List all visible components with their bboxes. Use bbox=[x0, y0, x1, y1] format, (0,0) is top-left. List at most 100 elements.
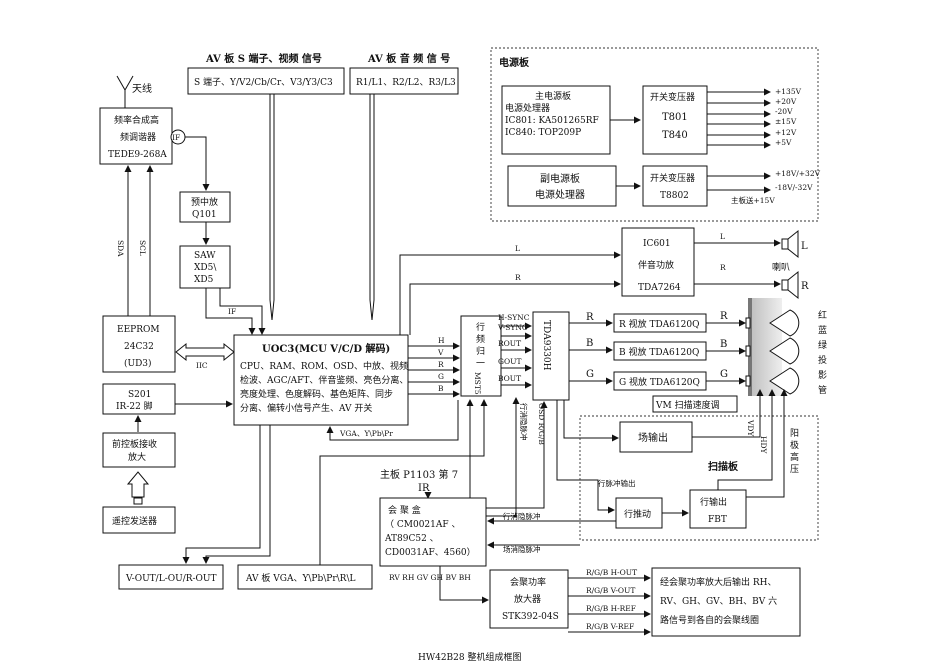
spk-in-r: R bbox=[720, 263, 726, 272]
speaker-l-icon bbox=[781, 229, 799, 259]
remote-label: 遥控发送器 bbox=[112, 515, 157, 527]
main-transformer-box bbox=[642, 85, 708, 155]
sub-power-2: 电源处理器 bbox=[535, 188, 585, 201]
video-amp-r-label: R 视放 TDA6120Q bbox=[619, 318, 700, 330]
antenna-icon bbox=[116, 75, 134, 108]
sync-h: H-SYNC bbox=[498, 313, 530, 322]
anode-3: 高 bbox=[790, 451, 799, 463]
speaker-r-icon bbox=[781, 270, 799, 300]
sub-note: 主板送+15V bbox=[731, 195, 775, 205]
crt-label-1: 红 bbox=[818, 309, 827, 321]
main-ir-label: IR bbox=[418, 483, 430, 494]
conv-sig-2: R/G/B V-OUT bbox=[586, 586, 635, 595]
eeprom-box bbox=[102, 315, 176, 373]
preamp-line-2: Q101 bbox=[192, 210, 217, 220]
vout-label: V-OUT/L-OU/R-OUT bbox=[125, 574, 217, 584]
video-out-b: B bbox=[720, 339, 727, 350]
sub-sw-2: T8802 bbox=[660, 191, 689, 201]
power-title: 电源板 bbox=[499, 56, 530, 69]
tuner-line-2: 频调谐器 bbox=[120, 131, 156, 143]
crt-label-2: 蓝 bbox=[818, 324, 827, 336]
main-sw-3: T840 bbox=[662, 130, 688, 141]
pin-h: H bbox=[438, 336, 445, 345]
saw-box bbox=[179, 245, 231, 289]
h-output-2: FBT bbox=[708, 515, 727, 525]
av-vga-label: AV 板 VGA、Y\Pb\Pr\R\L bbox=[245, 572, 355, 584]
main-power-4: IC840: TOP209P bbox=[505, 128, 581, 138]
main-power-box bbox=[501, 85, 611, 155]
sub-power-1: 副电源板 bbox=[540, 172, 580, 185]
ir-emitter-icon bbox=[133, 497, 143, 505]
mst5-1: 行 bbox=[476, 321, 485, 333]
conv-sig-4: R/G/B V-REF bbox=[586, 622, 634, 631]
vout-box bbox=[118, 564, 224, 590]
spk-in-l: L bbox=[720, 232, 725, 241]
rgb-bus-label: RV RH GV GH BV BH bbox=[389, 573, 471, 582]
audio-l-label: L bbox=[515, 244, 520, 253]
antenna-label: 天线 bbox=[132, 82, 152, 95]
av-vga-box bbox=[237, 564, 373, 590]
conv-box-3: AT89C52 、 bbox=[384, 534, 439, 544]
tuner-line-3: TEDE9-268A bbox=[108, 150, 167, 160]
anode-4: 压 bbox=[790, 464, 799, 475]
preamp-line-1: 预中放 bbox=[191, 196, 218, 208]
saw-line-3: XD5 bbox=[194, 275, 214, 285]
video-out-g: G bbox=[720, 369, 728, 380]
audio-r-label: R bbox=[515, 273, 521, 282]
vdy-label: VDY bbox=[746, 419, 755, 437]
scl-label: SCL bbox=[138, 240, 147, 256]
audio-amp-box bbox=[621, 227, 695, 297]
out-135: +135V bbox=[775, 87, 802, 96]
eeprom-line-3: (UD3) bbox=[124, 358, 152, 369]
saw-line-1: SAW bbox=[194, 251, 216, 261]
h-drive-label: 行推动 bbox=[624, 508, 651, 520]
conv-amp-2: 放大器 bbox=[514, 593, 541, 605]
conv-amp-box bbox=[489, 569, 569, 629]
mst5-3: 归 bbox=[476, 345, 485, 357]
sub-sw-1: 开关变压器 bbox=[650, 172, 695, 184]
out-20p: +20V bbox=[775, 97, 797, 106]
crt-label-5: 影 bbox=[818, 370, 827, 381]
av-s-box bbox=[187, 67, 345, 95]
av-audio-box-text: R1/L1、R2/L2、R3/L3 bbox=[356, 78, 456, 88]
video-in-b: B bbox=[586, 338, 593, 349]
osd-label: OSD R/G/B bbox=[537, 403, 546, 445]
video-in-r: R bbox=[586, 312, 594, 323]
h-pulse-out-label: 行脉冲输出 bbox=[598, 478, 636, 488]
mst5-5: MST5 bbox=[473, 372, 482, 395]
preamp-box bbox=[179, 191, 231, 223]
sda-label: SDA bbox=[116, 240, 125, 257]
scan-title: 扫描板 bbox=[708, 460, 739, 473]
video-amp-g-label: G 视放 TDA6120Q bbox=[619, 376, 700, 388]
crt-label-6: 管 bbox=[818, 384, 827, 396]
uoc3-line-1: CPU、RAM、ROM、OSD、中放、视频 bbox=[240, 360, 408, 372]
h-blank-label: 行消隐脉冲 bbox=[503, 511, 541, 521]
eeprom-line-2: 24C32 bbox=[124, 342, 154, 352]
conv-amp-3: STK392-04S bbox=[502, 612, 559, 622]
conv-box-1: 会 聚 盒 bbox=[388, 504, 421, 516]
main-sw-2: T801 bbox=[662, 112, 688, 123]
ir-hollow-arrow bbox=[126, 471, 150, 498]
iic-bus-arrow bbox=[175, 342, 235, 362]
tda9330-label: TDA9330H bbox=[541, 320, 551, 371]
av-s-arrow bbox=[269, 94, 275, 321]
uoc3-title: UOC3(MCU V/C/D 解码) bbox=[262, 342, 390, 355]
amp-line-2: 伴音功放 bbox=[638, 259, 674, 271]
conv-box-2: （ CM0021AF 、 bbox=[385, 519, 460, 530]
hdy-label: HDY bbox=[759, 436, 768, 455]
mst5-2: 频 bbox=[476, 333, 485, 345]
pin-r: R bbox=[438, 360, 444, 369]
caption: HW42B28 整机组成框图 bbox=[418, 651, 521, 663]
out-12: +12V bbox=[775, 128, 797, 137]
main-p1103-label: 主板 P1103 第 7 bbox=[380, 468, 458, 481]
conv-sig-1: R/G/B H-OUT bbox=[586, 568, 637, 577]
vga-label: VGA、Y\Pb\Pr bbox=[339, 429, 393, 438]
video-out-r: R bbox=[720, 311, 728, 322]
out-15: ±15V bbox=[775, 117, 797, 126]
s201-line-2: IR-22 脚 bbox=[116, 401, 153, 412]
conv-output-box bbox=[651, 567, 801, 637]
uoc3-line-2: 检波、AGC/AFT、伴音鉴频、亮色分离、 bbox=[240, 374, 408, 386]
out-20n: -20V bbox=[775, 107, 793, 116]
conv-sig-3: R/G/B H-REF bbox=[586, 604, 636, 613]
tuner-box bbox=[99, 107, 173, 165]
